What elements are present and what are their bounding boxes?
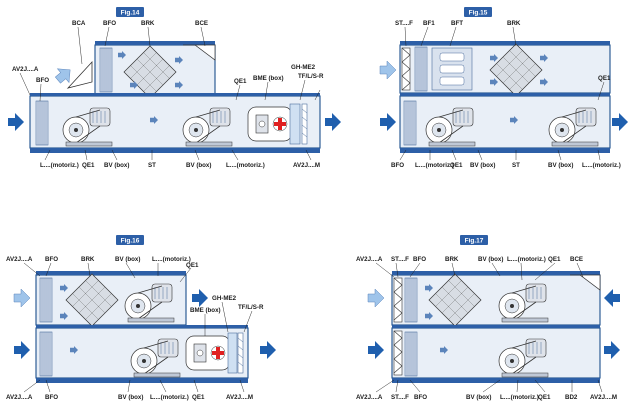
fig14-brk: BRK [141, 20, 155, 27]
fig15-bft: BFT [451, 20, 463, 27]
fig16-bv-bottom: BV (box) [118, 394, 143, 401]
fig15-bfo: BFO [391, 162, 404, 169]
fig17-badge [460, 235, 488, 245]
fig16-bfo-bottom: BFO [45, 394, 58, 401]
fig15-l-motoriz-2: L....(motoriz.) [582, 162, 621, 169]
fig15-bf1: BF1 [423, 20, 435, 27]
fig17-qe1-bottom: QE1 [538, 394, 551, 401]
fig15-badge-label: Fig.15 [469, 10, 488, 17]
fig14-av2j-a: AV2J....A [12, 66, 39, 73]
fig14-badge [116, 7, 144, 17]
fig17-badge-label: Fig.17 [465, 238, 484, 245]
fig15-badge [464, 7, 492, 17]
fig15-l-motoriz-1: L....(motoriz.) [415, 162, 454, 169]
fig14-bfo-left: BFO [36, 77, 49, 84]
fig17-bv-bottom: BV (box) [466, 394, 491, 401]
fig15-bv-1: BV (box) [470, 162, 495, 169]
fig14-qe1-bottom: QE1 [82, 162, 95, 169]
fig14-gh-me2: GH-ME2 [291, 64, 316, 71]
fig15-st: ST [512, 162, 520, 169]
fig14-badge-label: Fig.14 [121, 10, 140, 17]
fig15-qe1-top: QE1 [598, 75, 611, 82]
fig16-l-motoriz-bottom: L....(motoriz.) [150, 394, 189, 401]
fig17-av2j-a: AV2J....A [356, 256, 383, 263]
fig14-l-motoriz-1: L....(motoriz.) [40, 162, 79, 169]
fig16-gh-me2: GH-ME2 [212, 295, 237, 302]
figure-16: Fig.16 [6, 235, 276, 401]
fig16-av2j-a-bottom: AV2J....A [6, 394, 33, 401]
fig14-st: ST [148, 162, 156, 169]
fig16-bfo: BFO [45, 256, 58, 263]
fig15-bv-2: BV (box) [548, 162, 573, 169]
fig17-st-f-bottom: ST....F [391, 394, 409, 401]
fig14-bfo-top: BFO [103, 20, 116, 27]
fig15-brk: BRK [507, 20, 521, 27]
fig17-bfo: BFO [413, 256, 426, 263]
fig14-tf: TF/L/S-R [298, 73, 324, 80]
fig15-qe1-bottom: QE1 [450, 162, 463, 169]
fig14-bce: BCE [195, 20, 208, 27]
fig17-st-f: ST....F [391, 256, 409, 263]
fig17-av2j-a-bottom: AV2J....A [356, 394, 383, 401]
fig14-bv-left: BV (box) [104, 162, 129, 169]
fig16-tf: TF/L/S-R [238, 304, 264, 311]
fig17-qe1: QE1 [548, 256, 561, 263]
fig16-badge [116, 235, 144, 245]
figure-15: Fig.15 [379, 7, 628, 169]
fig14-av2j-m: AV2J....M [293, 162, 320, 169]
fig17-bce: BCE [570, 256, 583, 263]
fig16-qe1-top: QE1 [186, 262, 199, 269]
fig16-badge-label: Fig.16 [121, 238, 140, 245]
fig16-qe1-bottom: QE1 [192, 394, 205, 401]
fig16-av2j-a: AV2J....A [6, 256, 33, 263]
fig17-brk: BRK [445, 256, 459, 263]
fig15-st-f: ST....F [395, 20, 413, 27]
fig14-l-motoriz-2: L....(motoriz.) [226, 162, 265, 169]
fig14-bca: BCA [72, 20, 86, 27]
fig17-l-motoriz-bottom: L....(motoriz.) [500, 394, 539, 401]
fig16-bme: BME (box) [190, 307, 221, 314]
fig17-av2j-m: AV2J....M [590, 394, 617, 401]
fig17-bv: BV (box) [478, 256, 503, 263]
figure-14: Fig.14 [8, 7, 341, 169]
fig17-bd2: BD2 [565, 394, 578, 401]
fig14-bme: BME (box) [253, 75, 284, 82]
fig14-bv-right: BV (box) [186, 162, 211, 169]
fig16-bv-top: BV (box) [115, 256, 140, 263]
fig16-av2j-m: AV2J....M [226, 394, 253, 401]
fig16-l-motoriz-top: L....(motoriz.) [152, 256, 191, 263]
fig16-brk: BRK [81, 256, 95, 263]
fig17-bfo-bottom: BFO [414, 394, 427, 401]
fig14-qe1-top: QE1 [234, 78, 247, 85]
figure-17: Fig.17 [356, 235, 620, 401]
fig17-l-motoriz: L....(motoriz.) [507, 256, 546, 263]
